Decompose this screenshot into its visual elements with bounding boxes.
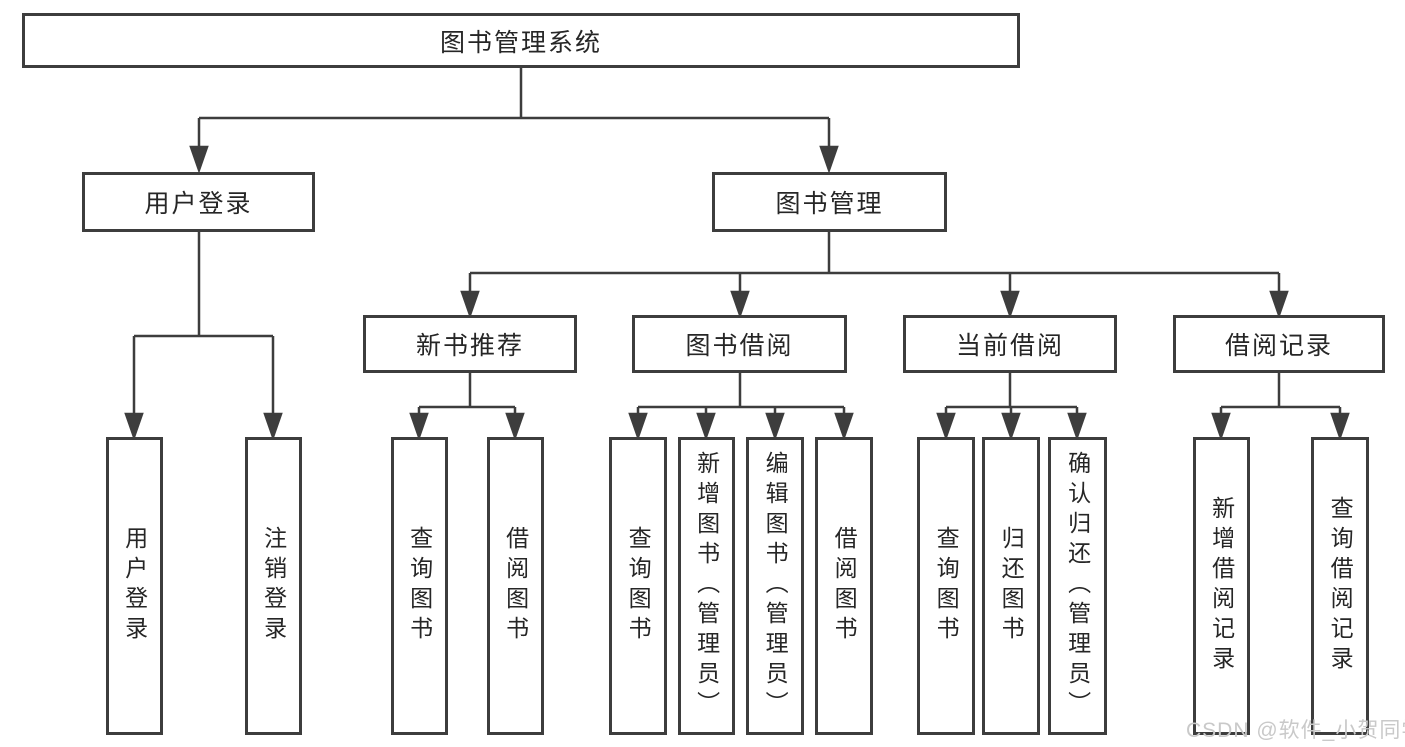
leaf-add-borrow-record: 新增借阅记录: [1193, 437, 1250, 735]
leaf-edit-books-admin: 编辑图书（管理员）: [746, 437, 804, 735]
leaf-query-borrow-record: 查询借阅记录: [1311, 437, 1369, 735]
arrowhead: [1067, 412, 1087, 441]
arrowhead: [936, 412, 956, 441]
leaf-label: 借阅图书: [502, 526, 529, 646]
leaf-label: 注销登录: [260, 526, 287, 646]
connector-book-management-to-level3: [460, 232, 1289, 319]
connector-book-borrowing-to-leaves: [628, 373, 854, 441]
arrowhead: [834, 412, 854, 441]
leaf-label: 确认归还（管理员）: [1064, 451, 1091, 721]
node-label: 图书借阅: [685, 332, 794, 360]
node-user-login: 用户登录: [82, 172, 315, 232]
node-book-borrowing: 图书借阅: [632, 315, 847, 373]
node-label: 用户登录: [144, 190, 253, 218]
arrowhead: [765, 412, 785, 441]
node-label: 新书推荐: [415, 332, 524, 360]
node-label: 图书管理: [775, 190, 884, 218]
leaf-label: 编辑图书（管理员）: [762, 451, 789, 721]
arrowhead: [1000, 290, 1020, 319]
csdn-watermark: CSDN @软件_小贺同学: [1186, 719, 1405, 742]
leaf-label: 借阅图书: [831, 526, 858, 646]
arrowhead: [263, 412, 283, 441]
leaf-borrow-books: 借阅图书: [487, 437, 544, 735]
leaf-borrow-books: 借阅图书: [815, 437, 873, 735]
leaf-label: 用户登录: [121, 526, 148, 646]
leaf-label: 查询图书: [625, 526, 652, 646]
leaf-return-books: 归还图书: [982, 437, 1040, 735]
arrowhead: [696, 412, 716, 441]
node-current-borrowing: 当前借阅: [903, 315, 1117, 373]
connector-current-borrowing-to-leaves: [936, 373, 1087, 441]
leaf-add-books-admin: 新增图书（管理员）: [678, 437, 735, 735]
leaf-query-books: 查询图书: [917, 437, 975, 735]
node-book-management: 图书管理: [712, 172, 947, 232]
node-library-management-system: 图书管理系统: [22, 13, 1020, 68]
leaf-label: 归还图书: [998, 526, 1025, 646]
leaf-label: 新增图书（管理员）: [693, 451, 720, 721]
node-label: 借阅记录: [1224, 332, 1333, 360]
arrowhead: [628, 412, 648, 441]
connector-user-login-to-leaves: [124, 232, 283, 441]
arrowhead: [819, 145, 839, 174]
arrowhead: [460, 290, 480, 319]
leaf-label: 新增借阅记录: [1208, 496, 1235, 676]
arrowhead: [730, 290, 750, 319]
arrowhead: [409, 412, 429, 441]
leaf-label: 查询借阅记录: [1327, 496, 1354, 676]
leaf-query-books: 查询图书: [391, 437, 448, 735]
node-label: 图书管理系统: [439, 28, 602, 57]
leaf-confirm-return-admin: 确认归还（管理员）: [1048, 437, 1107, 735]
connector-new-book-to-leaves: [409, 373, 525, 441]
connector-root-to-level2: [189, 68, 839, 174]
node-new-book-recommendation: 新书推荐: [363, 315, 577, 373]
node-label: 当前借阅: [955, 332, 1064, 360]
connector-borrow-records-to-leaves: [1211, 373, 1350, 441]
leaf-label: 查询图书: [406, 526, 433, 646]
arrowhead: [505, 412, 525, 441]
node-borrow-records: 借阅记录: [1173, 315, 1385, 373]
arrowhead: [1269, 290, 1289, 319]
leaf-user-login: 用户登录: [106, 437, 163, 735]
leaf-label: 查询图书: [933, 526, 960, 646]
leaf-query-books: 查询图书: [609, 437, 667, 735]
leaf-logout-login: 注销登录: [245, 437, 302, 735]
arrowhead: [1330, 412, 1350, 441]
arrowhead: [189, 145, 209, 174]
arrowhead: [124, 412, 144, 441]
arrowhead: [1001, 412, 1021, 441]
arrowhead: [1211, 412, 1231, 441]
